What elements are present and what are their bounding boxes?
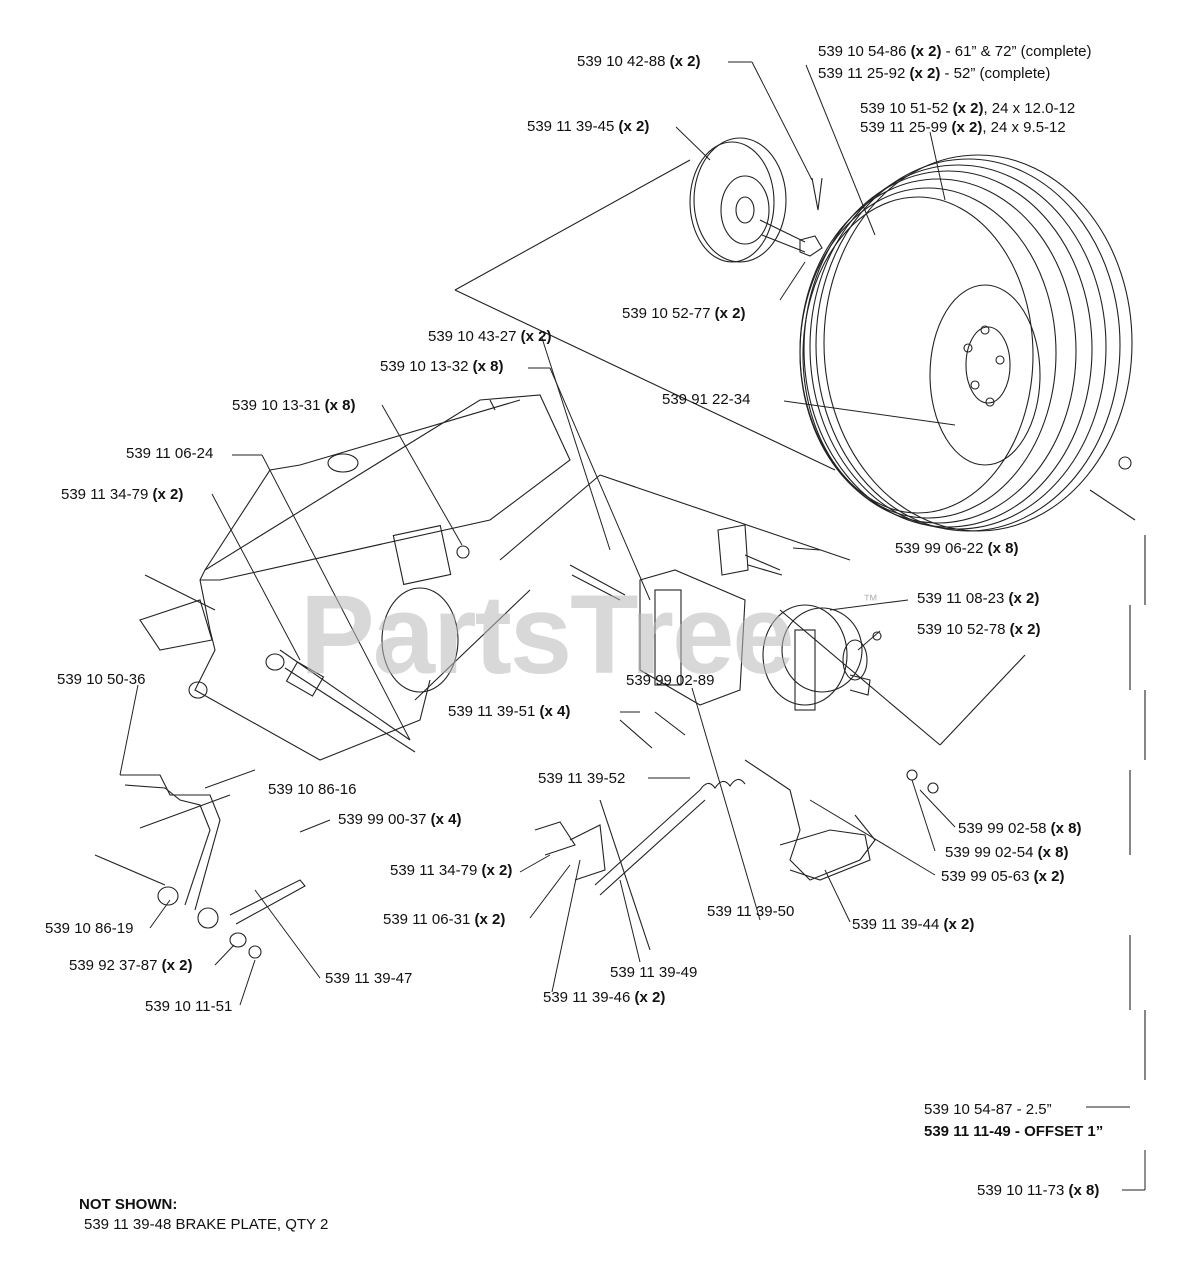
part-label: 539 10 11-73 (x 8) xyxy=(977,1182,1100,1199)
leader-lines xyxy=(119,61,1146,1191)
part-label: 539 11 06-24 xyxy=(126,445,214,462)
part-label: 539 10 13-32 (x 8) xyxy=(380,358,504,375)
part-label: 539 11 39-45 (x 2) xyxy=(527,118,650,135)
explode-lines xyxy=(94,159,1146,1080)
not-shown-item: 539 11 39-48 BRAKE PLATE, QTY 2 xyxy=(84,1216,329,1233)
part-label: 539 11 25-99 (x 2), 24 x 9.5-12 xyxy=(860,119,1066,136)
part-label: 539 99 02-54 (x 8) xyxy=(945,844,1069,861)
part-label: 539 11 39-47 xyxy=(325,970,413,987)
part-label: 539 11 39-46 (x 2) xyxy=(543,989,666,1006)
brake-disc-drawing xyxy=(689,137,823,263)
part-label: 539 99 05-63 (x 2) xyxy=(941,868,1065,885)
part-label: 539 11 06-31 (x 2) xyxy=(383,911,506,928)
part-label: 539 10 42-88 (x 2) xyxy=(577,53,701,70)
part-label: 539 92 37-87 (x 2) xyxy=(69,957,193,974)
watermark: PartsTree xyxy=(300,572,795,697)
frame-drawing xyxy=(139,394,571,761)
part-label: 539 11 34-79 (x 2) xyxy=(390,862,513,879)
part-label: 539 11 39-51 (x 4) xyxy=(448,703,571,720)
transmission-drawing xyxy=(639,524,1026,746)
part-label: 539 11 25-92 (x 2) - 52” (complete) xyxy=(818,65,1051,82)
part-label: 539 99 02-89 xyxy=(626,672,715,689)
bolts-drawing xyxy=(456,456,1132,794)
part-label: 539 99 06-22 (x 8) xyxy=(895,540,1019,557)
part-label: 539 11 11-49 - OFFSET 1” xyxy=(924,1123,1104,1140)
part-label: 539 11 39-50 xyxy=(707,903,795,920)
part-label: 539 10 86-16 xyxy=(268,781,357,798)
part-label: 539 11 39-52 xyxy=(538,770,626,787)
part-label: 539 11 08-23 (x 2) xyxy=(917,590,1040,607)
part-label: 539 10 54-86 (x 2) - 61” & 72” (complete… xyxy=(818,43,1092,60)
part-label: 539 91 22-34 xyxy=(662,391,751,408)
part-label: 539 11 39-49 xyxy=(610,964,698,981)
part-label: 539 10 86-19 xyxy=(45,920,134,937)
part-label: 539 99 02-58 (x 8) xyxy=(958,820,1082,837)
part-label: 539 10 13-31 (x 8) xyxy=(232,397,356,414)
part-label: 539 99 00-37 (x 4) xyxy=(338,811,462,828)
part-label: 539 11 34-79 (x 2) xyxy=(61,486,184,503)
part-label: 539 10 50-36 xyxy=(57,671,146,688)
not-shown-title: NOT SHOWN: xyxy=(79,1196,178,1213)
part-label: 539 10 43-27 (x 2) xyxy=(428,328,552,345)
part-label: 539 10 52-78 (x 2) xyxy=(917,621,1041,638)
part-label: 539 10 51-52 (x 2), 24 x 12.0-12 xyxy=(860,100,1076,117)
part-label: 539 11 39-44 (x 2) xyxy=(852,916,975,933)
watermark-trademark: ™ xyxy=(863,592,878,609)
part-label: 539 10 52-77 (x 2) xyxy=(622,305,746,322)
tire-drawing xyxy=(799,154,1133,532)
brake-linkage-drawing xyxy=(120,649,876,959)
part-label: 539 10 54-87 - 2.5” xyxy=(924,1101,1052,1118)
part-label: 539 10 11-51 xyxy=(145,998,233,1015)
